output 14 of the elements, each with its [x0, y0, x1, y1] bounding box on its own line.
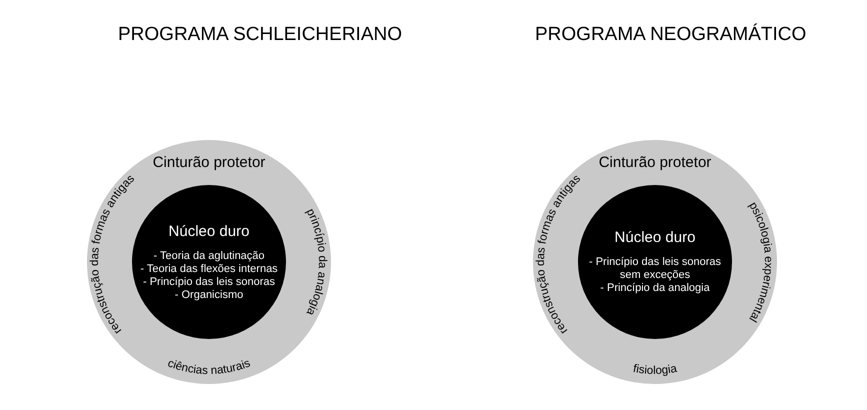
list-item: - Organicismo — [174, 288, 244, 302]
core-title: Núcleo duro — [614, 229, 696, 246]
curved-label: ciências naturais — [166, 357, 252, 378]
heading: PROGRAMA SCHLEICHERIANO — [118, 24, 402, 46]
heading: PROGRAMA NEOGRAMÁTICO — [535, 24, 806, 46]
list-item: - Princípio das leis sonoras — [142, 276, 276, 288]
curved-label: fisiologia — [632, 362, 678, 378]
list-item: - Teoria das flexões internas — [140, 262, 278, 276]
list-item: - Princípio da analogia — [600, 282, 710, 295]
list-item: - Princípio das leis sonoras sem exceções — [588, 256, 722, 282]
ring-title: Cinturão protetor — [598, 154, 712, 171]
list-item: - Teoria da aglutinação — [153, 250, 265, 262]
ring-title: Cinturão protetor — [152, 154, 266, 171]
core-title: Núcleo duro — [168, 222, 250, 240]
